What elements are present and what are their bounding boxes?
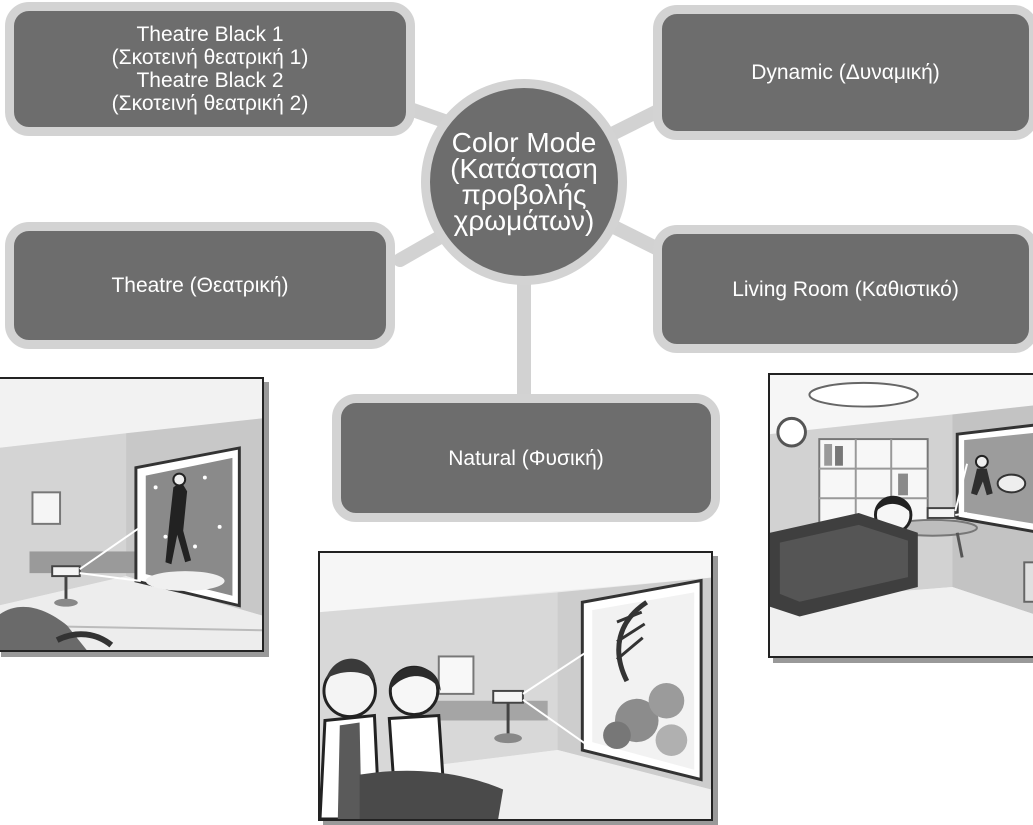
mode-box-dynamic: Dynamic (Δυναμική) <box>653 5 1033 140</box>
hub-label-line-4: χρωμάτων) <box>453 205 595 236</box>
mode-box-living-room: Living Room (Καθιστικό) <box>653 225 1033 353</box>
hub-label-line-2: (Κατάσταση <box>450 153 598 184</box>
mode-label-theatre-black-1-greek: (Σκοτεινή θεατρική 1) <box>111 46 309 69</box>
theatre-scene-illustration <box>0 377 264 652</box>
hub-label-line-1: Color Mode <box>451 127 597 158</box>
mode-label-theatre-black-1: Theatre Black 1 <box>136 23 284 46</box>
hub-label-line-3: προβολής <box>461 179 587 210</box>
mode-label-dynamic: Dynamic (Δυναμική) <box>751 61 940 84</box>
color-mode-hub: Color Mode (Κατάσταση προβολής χρωμάτων) <box>421 79 627 285</box>
mode-label-living-room: Living Room (Καθιστικό) <box>732 277 959 301</box>
natural-scene-illustration <box>318 551 713 821</box>
mode-box-theatre: Theatre (Θεατρική) <box>5 222 395 349</box>
mode-label-theatre-black-2: Theatre Black 2 <box>136 69 284 92</box>
mode-label-theatre: Theatre (Θεατρική) <box>111 274 289 297</box>
living-room-scene-illustration <box>768 373 1033 658</box>
mode-box-natural: Natural (Φυσική) <box>332 394 720 522</box>
mode-box-theatre-black: Theatre Black 1 (Σκοτεινή θεατρική 1) Th… <box>5 2 415 136</box>
mode-label-theatre-black-2-greek: (Σκοτεινή θεατρική 2) <box>111 92 309 115</box>
mode-label-natural: Natural (Φυσική) <box>448 446 604 470</box>
